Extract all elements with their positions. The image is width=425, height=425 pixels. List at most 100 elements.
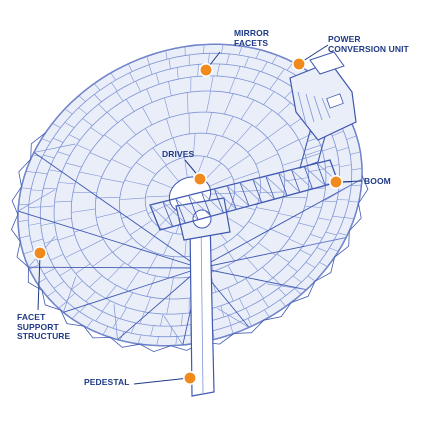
facet-seam	[351, 184, 362, 186]
boom-diagonal	[226, 185, 250, 207]
facet-seam	[41, 138, 51, 143]
facet-seam	[98, 103, 108, 113]
facet-seam	[256, 207, 279, 213]
facet-seam	[245, 278, 255, 291]
boom-riser-strut	[304, 144, 323, 151]
rim-truss-segment	[233, 319, 265, 334]
facet-seam	[316, 247, 328, 253]
boom-strut	[201, 191, 212, 217]
facet-seam	[247, 137, 268, 153]
facet-seam	[111, 158, 132, 169]
label-mirror-facets: MIRROR FACETS	[234, 28, 269, 48]
facet-seam	[68, 134, 81, 141]
facet-seam	[224, 93, 234, 115]
support-brace	[113, 304, 118, 340]
boom-diagonal	[188, 195, 212, 217]
facet-seam	[350, 151, 361, 155]
facet-seam	[255, 153, 279, 165]
facet-seam	[89, 152, 111, 162]
facet-seam	[46, 290, 56, 297]
facet-seam	[206, 90, 212, 113]
facet-seam	[94, 94, 102, 103]
facet-ring	[53, 75, 327, 315]
facet-seam	[71, 280, 83, 290]
facet-seam	[255, 109, 273, 128]
facet-seam	[292, 275, 302, 283]
facet-seam	[54, 200, 72, 203]
facet-seam	[227, 315, 232, 326]
facet-seam	[278, 213, 301, 219]
facet-seam	[40, 222, 55, 226]
rim-truss-segment	[290, 281, 316, 303]
facet-seam	[43, 188, 57, 190]
boom-diagonal	[265, 175, 288, 196]
facet-seam	[57, 234, 75, 241]
facet-seam	[135, 162, 156, 175]
boom-strut	[278, 172, 288, 196]
marker-pedestal	[183, 370, 198, 385]
facet-seam	[279, 299, 287, 307]
facet-seam	[262, 267, 274, 278]
facet-seam	[158, 209, 176, 228]
facet-seam	[93, 83, 101, 91]
facet-seam	[166, 298, 170, 315]
facet-seam	[75, 263, 91, 274]
facet-seam	[262, 298, 269, 308]
facet-seam	[82, 118, 93, 126]
boom-diagonal	[201, 191, 224, 214]
facet-seam	[105, 285, 117, 299]
support-strut	[63, 267, 201, 313]
rim-truss-segment	[139, 343, 172, 353]
facet-seam	[203, 44, 205, 54]
facet-seam	[155, 72, 160, 85]
facet-seam	[64, 122, 75, 129]
boom-diagonal	[239, 182, 262, 203]
marker-mirror-facets	[199, 62, 214, 77]
facet-seam	[239, 298, 245, 309]
facet-seam	[126, 142, 143, 156]
facet-seam	[218, 142, 236, 162]
facet-seam	[90, 127, 104, 137]
facet-seam	[78, 95, 86, 102]
facet-seam	[104, 134, 122, 148]
facet-seam	[322, 146, 336, 152]
facet-seam	[235, 66, 241, 79]
facet-seam	[145, 195, 170, 198]
facet-seam	[59, 268, 72, 277]
marker-drives	[193, 172, 208, 187]
facet-seam	[19, 235, 30, 239]
rim-truss-segment	[110, 337, 140, 348]
facet-seam	[54, 217, 72, 222]
boom-diagonal	[175, 198, 199, 220]
facet-seam	[223, 244, 236, 262]
facet-seam	[142, 106, 153, 125]
facet-seam	[144, 128, 157, 146]
facet-seam	[269, 228, 291, 238]
facet-seam	[221, 44, 224, 54]
facet-seam	[148, 64, 153, 75]
facet-seam	[329, 247, 339, 252]
facet-seam	[168, 58, 171, 69]
facet-seam	[81, 238, 104, 251]
facet-seam	[121, 209, 147, 219]
facet-seam	[73, 224, 98, 233]
boom-diagonal	[304, 166, 326, 186]
boom-diagonal	[162, 201, 186, 224]
facet-seam	[204, 162, 222, 181]
facet-seam	[125, 99, 135, 112]
facet-ring	[70, 90, 310, 300]
boom-strut	[213, 188, 224, 214]
facet-seam	[73, 191, 97, 194]
facet-seam	[227, 265, 238, 284]
boom-strut	[265, 175, 275, 200]
facet-seam	[144, 228, 162, 248]
facet-seam	[58, 301, 67, 309]
boom-strut	[303, 166, 313, 189]
facet-seam	[107, 262, 125, 281]
facet-seam	[264, 309, 270, 318]
facet-seam	[52, 123, 61, 128]
power-conversion-unit-structure	[289, 51, 357, 141]
facet-seam	[205, 112, 213, 134]
facet-seam	[64, 108, 73, 115]
